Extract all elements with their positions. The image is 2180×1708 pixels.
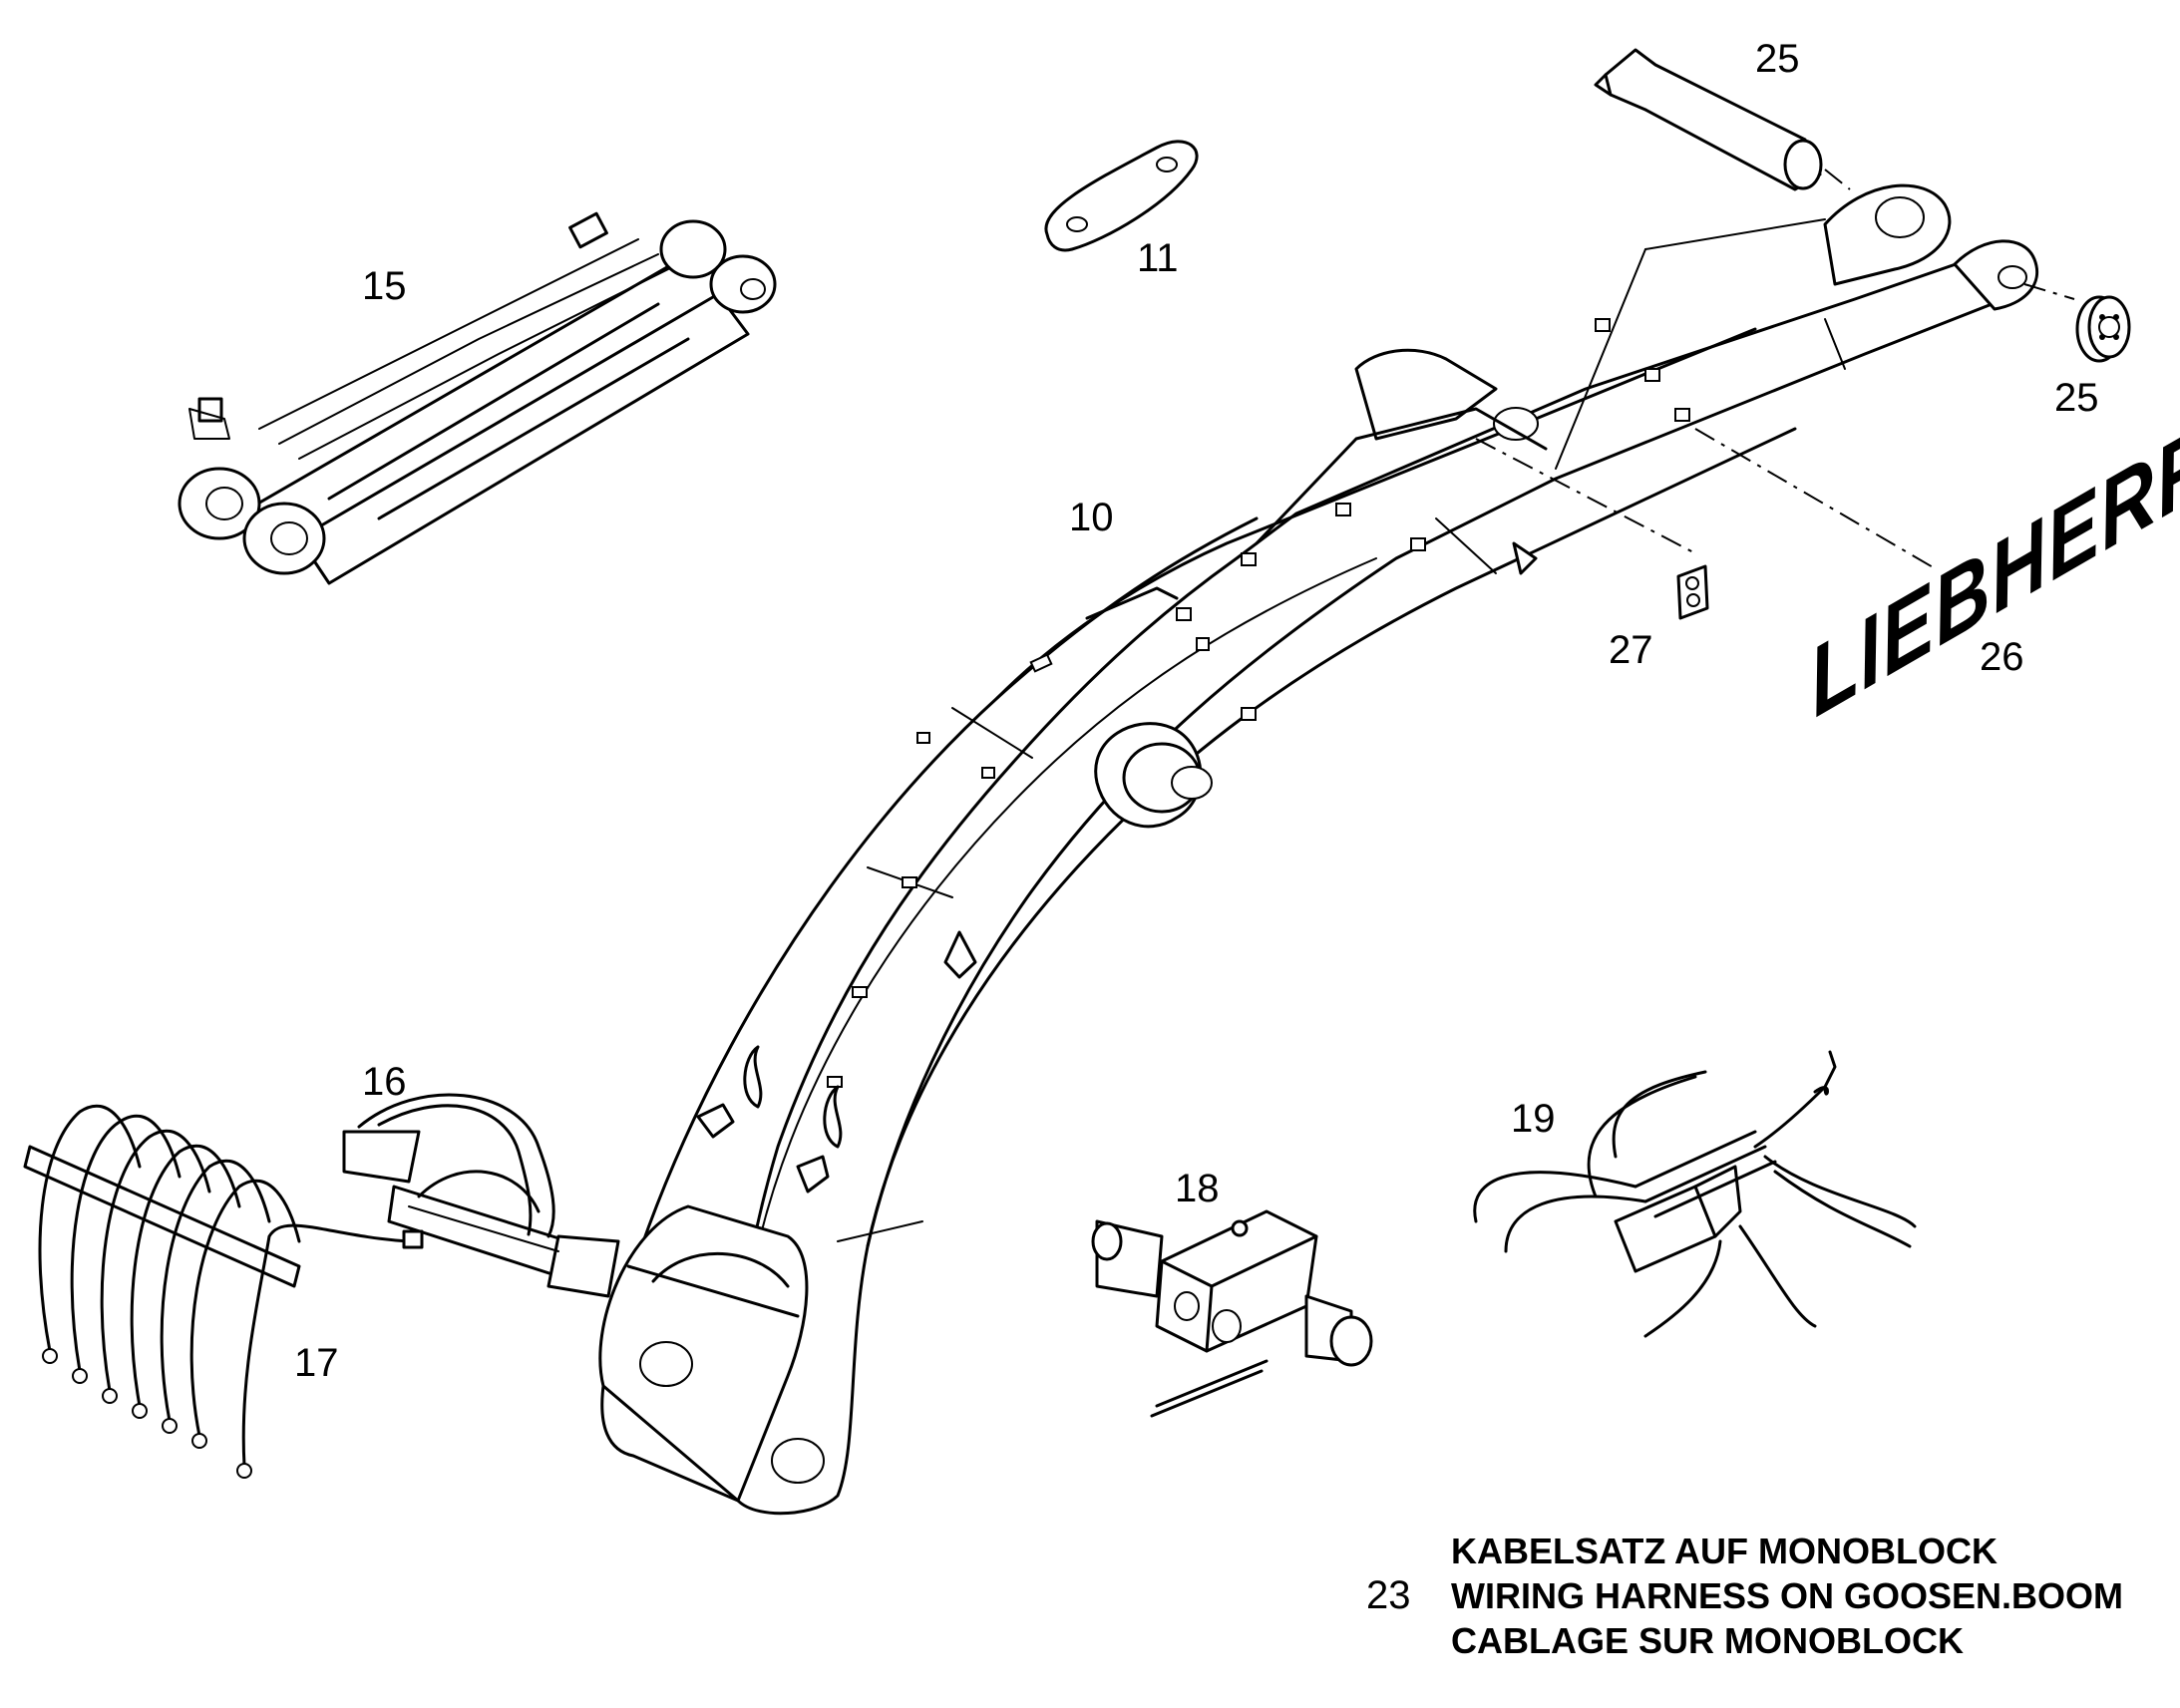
note-number: 23 <box>1366 1573 1411 1617</box>
callout-11: 11 <box>1137 236 1179 280</box>
callout-16: 16 <box>362 1060 407 1104</box>
boom-drawing <box>598 169 2075 1516</box>
boom-cylinders-drawing <box>178 211 777 585</box>
hose-fittings <box>42 1229 424 1479</box>
note-line-de: KABELSATZ AUF MONOBLOCK <box>1451 1531 1998 1571</box>
hose-set-drawing <box>23 1104 424 1479</box>
note-line-en: WIRING HARNESS ON GOOSEN.BOOM <box>1451 1575 2123 1616</box>
logo-decal: LIEBHERR <box>1803 402 2180 739</box>
callout-26: 26 <box>1980 635 2024 679</box>
callout-18: 18 <box>1175 1167 1220 1210</box>
pin-drawing <box>1594 48 1823 191</box>
logo-text: LIEBHERR <box>1803 402 2180 739</box>
small-decal-drawing <box>1676 564 1709 620</box>
valve-harness-drawing <box>1473 1050 1917 1338</box>
solenoid-valve-drawing <box>1091 1209 1373 1418</box>
boom-hole-pattern <box>696 318 1690 1194</box>
cover-cap-drawing <box>2075 295 2131 363</box>
hose-block-drawing <box>342 1093 620 1298</box>
callout-25-cap: 25 <box>2054 376 2099 420</box>
callout-19: 19 <box>1511 1097 1556 1141</box>
note-line-fr: CABLAGE SUR MONOBLOCK <box>1451 1620 1964 1661</box>
callout-labels: 10 11 15 16 17 18 19 25 25 26 27 <box>294 37 2099 1385</box>
callout-15: 15 <box>362 264 407 308</box>
note-23: 23 KABELSATZ AUF MONOBLOCK WIRING HARNES… <box>1366 1531 2123 1661</box>
callout-10: 10 <box>1069 496 1114 539</box>
callout-17: 17 <box>294 1341 339 1385</box>
plate-drawing <box>1044 140 1199 252</box>
callout-27: 27 <box>1609 628 1653 672</box>
callout-25-pin: 25 <box>1755 37 1800 81</box>
